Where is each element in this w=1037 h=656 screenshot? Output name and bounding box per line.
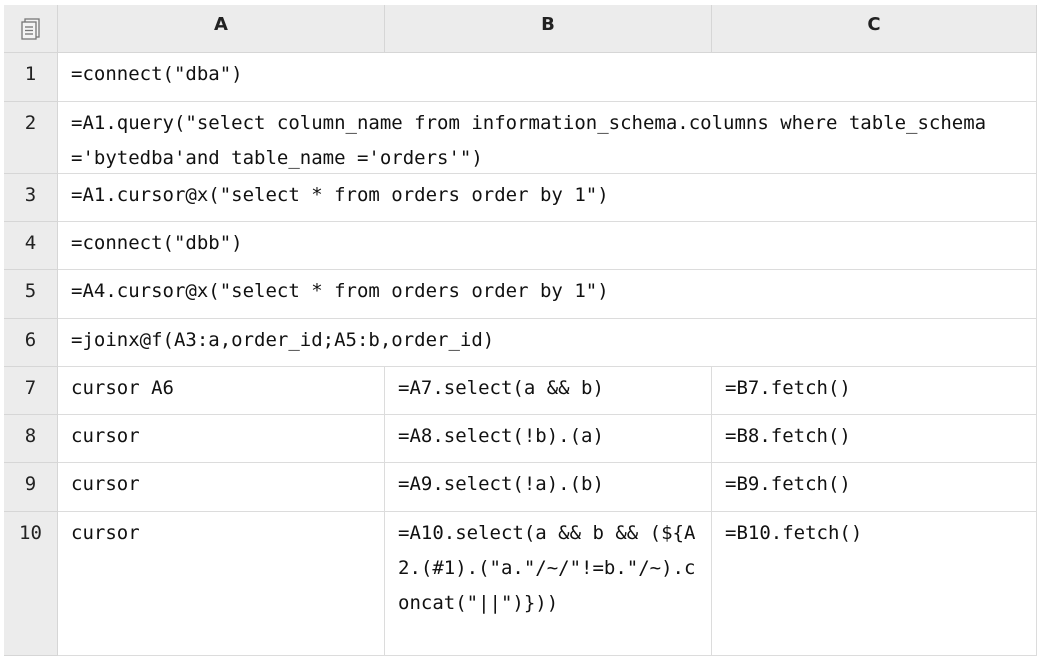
cell-c7[interactable]: =B7.fetch() [712, 367, 1037, 415]
row-header-1[interactable]: 1 [4, 53, 58, 102]
cell-c10[interactable]: =B10.fetch() [712, 512, 1037, 656]
sheet-menu-icon[interactable] [20, 17, 42, 41]
cell-a6[interactable]: =joinx@f(A3:a,order_id;A5:b,order_id) [58, 319, 1037, 367]
row-header-7[interactable]: 7 [4, 367, 58, 415]
cell-a2[interactable]: =A1.query("select column_name from infor… [58, 102, 1037, 174]
column-header-a[interactable]: A [58, 5, 385, 53]
row-header-10[interactable]: 10 [4, 512, 58, 656]
grid-corner[interactable] [4, 5, 58, 53]
cell-b7[interactable]: =A7.select(a && b) [385, 367, 712, 415]
cell-c8[interactable]: =B8.fetch() [712, 415, 1037, 463]
cell-a10[interactable]: cursor [58, 512, 385, 656]
row-header-6[interactable]: 6 [4, 319, 58, 367]
cell-b9[interactable]: =A9.select(!a).(b) [385, 463, 712, 512]
cell-a4[interactable]: =connect("dbb") [58, 222, 1037, 270]
cell-a3[interactable]: =A1.cursor@x("select * from orders order… [58, 174, 1037, 222]
cell-a7[interactable]: cursor A6 [58, 367, 385, 415]
row-header-8[interactable]: 8 [4, 415, 58, 463]
cell-a9[interactable]: cursor [58, 463, 385, 512]
cell-b8[interactable]: =A8.select(!b).(a) [385, 415, 712, 463]
cell-a8[interactable]: cursor [58, 415, 385, 463]
row-header-9[interactable]: 9 [4, 463, 58, 512]
column-header-c[interactable]: C [712, 5, 1037, 53]
cell-b10[interactable]: =A10.select(a && b && (${A2.(#1).("a."/~… [385, 512, 712, 656]
cell-a1[interactable]: =connect("dba") [58, 53, 1037, 102]
row-header-3[interactable]: 3 [4, 174, 58, 222]
row-header-4[interactable]: 4 [4, 222, 58, 270]
column-header-b[interactable]: B [385, 5, 712, 53]
spreadsheet-grid: A B C 1 =connect("dba") 2 =A1.query("sel… [4, 5, 1037, 656]
row-header-2[interactable]: 2 [4, 102, 58, 174]
cell-c9[interactable]: =B9.fetch() [712, 463, 1037, 512]
row-header-5[interactable]: 5 [4, 270, 58, 319]
cell-a5[interactable]: =A4.cursor@x("select * from orders order… [58, 270, 1037, 319]
